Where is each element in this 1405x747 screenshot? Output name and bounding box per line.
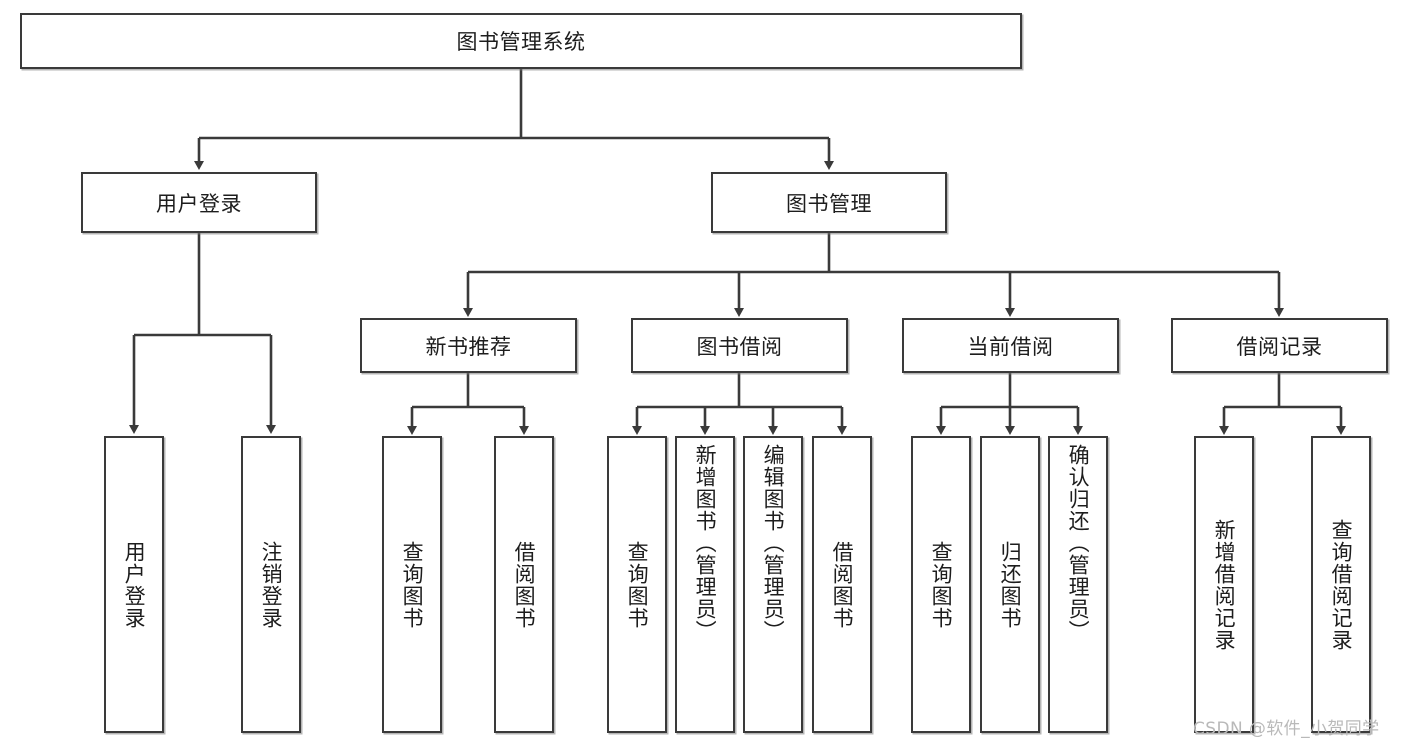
- csdn-watermark: CSDN @软件_小贺同学: [1193, 719, 1380, 739]
- node-label: 归还图书: [998, 540, 1023, 629]
- node-book-management[interactable]: 图书管理: [711, 172, 947, 233]
- leaf-query-book-current[interactable]: 查询图书: [911, 436, 971, 733]
- node-label: 图书管理系统: [456, 30, 586, 54]
- leaf-query-book-recommend[interactable]: 查询图书: [382, 436, 442, 733]
- leaf-add-book-admin[interactable]: 新增图书（管理员）: [675, 436, 735, 733]
- node-label: 新书推荐: [425, 334, 512, 359]
- node-label: 借阅图书: [830, 540, 855, 629]
- node-borrow-record[interactable]: 借阅记录: [1171, 318, 1388, 373]
- node-label: 用户登录: [156, 191, 242, 216]
- leaf-logout[interactable]: 注销登录: [241, 436, 301, 733]
- node-book-borrow[interactable]: 图书借阅: [631, 318, 848, 373]
- node-root-book-management-system[interactable]: 图书管理系统: [20, 13, 1022, 69]
- node-new-book-recommend[interactable]: 新书推荐: [360, 318, 577, 373]
- node-label: 图书借阅: [696, 334, 783, 359]
- node-label: 当前借阅: [967, 334, 1054, 359]
- node-label: 查询图书: [929, 540, 954, 629]
- node-label: 新增图书（管理员）: [693, 444, 718, 642]
- node-label: 新增借阅记录: [1212, 518, 1237, 651]
- node-label: 借阅图书: [512, 540, 537, 629]
- node-user-login[interactable]: 用户登录: [81, 172, 317, 233]
- node-label: 查询借阅记录: [1329, 518, 1354, 651]
- leaf-user-login[interactable]: 用户登录: [104, 436, 164, 733]
- leaf-borrow-book-recommend[interactable]: 借阅图书: [494, 436, 554, 733]
- node-label: 注销登录: [259, 540, 284, 629]
- node-label: 查询图书: [400, 540, 425, 629]
- leaf-confirm-return-admin[interactable]: 确认归还（管理员）: [1048, 436, 1108, 733]
- node-label: 查询图书: [625, 540, 650, 629]
- leaf-query-book-borrow[interactable]: 查询图书: [607, 436, 667, 733]
- leaf-add-borrow-record[interactable]: 新增借阅记录: [1194, 436, 1254, 733]
- leaf-edit-book-admin[interactable]: 编辑图书（管理员）: [743, 436, 803, 733]
- node-label: 编辑图书（管理员）: [761, 444, 786, 642]
- node-label: 借阅记录: [1236, 334, 1323, 359]
- node-label: 确认归还（管理员）: [1066, 444, 1091, 642]
- node-label: 图书管理: [786, 191, 872, 216]
- node-label: 用户登录: [122, 540, 147, 629]
- leaf-query-borrow-record[interactable]: 查询借阅记录: [1311, 436, 1371, 733]
- node-current-borrow[interactable]: 当前借阅: [902, 318, 1119, 373]
- leaf-borrow-book[interactable]: 借阅图书: [812, 436, 872, 733]
- leaf-return-book[interactable]: 归还图书: [980, 436, 1040, 733]
